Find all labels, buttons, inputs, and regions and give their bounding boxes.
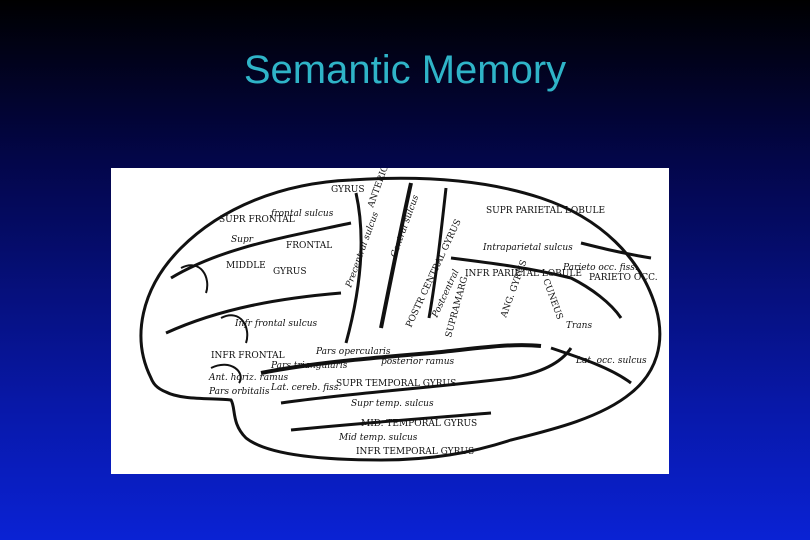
brain-illustration: GYRUS SUPR FRONTAL frontal sulcus Supr F… [139, 168, 662, 462]
brain-outline [139, 176, 662, 462]
label-frontal-sulcus: frontal sulcus [270, 209, 334, 219]
postcentral-sulcus [427, 187, 448, 319]
label-pars-triangularis: Pars triangularis [270, 361, 348, 371]
label-frontal: FRONTAL [286, 241, 332, 251]
brain-diagram: GYRUS SUPR FRONTAL frontal sulcus Supr F… [111, 168, 669, 474]
label-infr-parietal-lobule: INFR PARIETAL LOBULE [465, 269, 582, 279]
frontal-gyri-folds [180, 264, 249, 384]
inferior-frontal-sulcus [165, 291, 342, 335]
label-mid-temporal-gyrus: MID. TEMPORAL GYRUS [361, 419, 477, 429]
slide-title: Semantic Memory [243, 48, 567, 92]
label-gyrus-mid: GYRUS [273, 267, 307, 277]
label-supr-temporal-gyrus: SUPR TEMPORAL GYRUS [336, 379, 456, 389]
label-ant-horiz-ramus: Ant. horiz. ramus [208, 373, 288, 383]
superior-temporal-sulcus [280, 347, 573, 405]
label-supr: Supr [231, 235, 254, 245]
lateral-occipital-sulcus [550, 346, 632, 385]
lateral-cerebral-fissure [260, 343, 542, 375]
label-supr-frontal: SUPR FRONTAL [219, 215, 295, 225]
label-pars-opercularis: Pars opercularis [315, 347, 391, 357]
label-trans-occ: Trans [566, 321, 592, 331]
label-gyrus-top: GYRUS [331, 185, 365, 195]
label-infr-frontal-sulcus: Infr frontal sulcus [234, 319, 318, 329]
label-infr-temporal-gyrus: INFR TEMPORAL GYRUS [356, 447, 474, 457]
label-mid-temp-sulcus: Mid temp. sulcus [338, 433, 418, 443]
label-supr-parietal-lobule: SUPR PARIETAL LOBULE [486, 206, 605, 216]
superior-frontal-sulcus [170, 221, 352, 280]
label-supr-temp-sulcus: Supr temp. sulcus [351, 399, 434, 409]
precentral-sulcus [344, 192, 363, 344]
label-parieto-occ-fiss: Parieto occ. fiss. [562, 263, 638, 273]
label-intraparietal-sulcus: Intraparietal sulcus [482, 243, 573, 253]
middle-temporal-sulcus [290, 411, 492, 432]
label-lat-occ-sulcus: Lat. occ. sulcus [575, 356, 647, 366]
parieto-occipital-fissure [580, 241, 652, 260]
label-lat-cereb-fiss: Lat. cereb. fiss. [270, 383, 341, 393]
label-parieto-occ: PARIETO OCC. [589, 273, 658, 283]
label-pars-orbitalis: Pars orbitalis [208, 387, 270, 397]
label-middle: MIDDLE [226, 261, 266, 271]
label-infr-frontal: INFR FRONTAL [211, 351, 285, 361]
label-posterior-ramus: posterior ramus [381, 357, 455, 367]
intraparietal-sulcus [450, 256, 623, 319]
central-sulcus [379, 182, 413, 329]
